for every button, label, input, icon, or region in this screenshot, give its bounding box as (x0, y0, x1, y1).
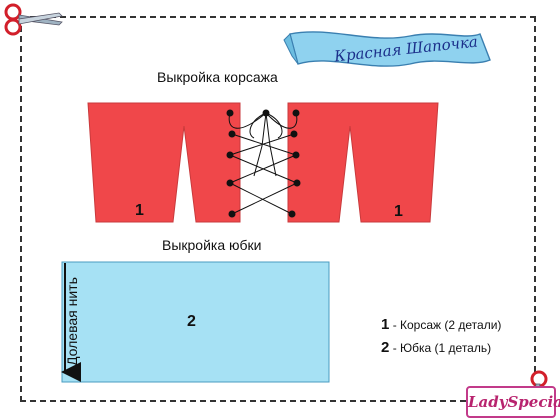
bodice-piece-right (287, 102, 439, 223)
skirt-heading: Выкройка юбки (162, 237, 262, 253)
ladyspecial-logo[interactable]: LadySpecial (466, 386, 560, 418)
legend-number: 1 (381, 316, 390, 333)
cut-line-frame (20, 16, 536, 402)
scissors-icon (4, 3, 63, 36)
legend-item-skirt: 2 - Юбка (1 деталь) (381, 339, 491, 356)
title-banner-ribbon (289, 31, 491, 67)
legend-text: - Юбка (1 деталь) (392, 341, 492, 355)
bodice-lacing (228, 112, 298, 215)
legend-number: 2 (381, 339, 390, 356)
skirt-number: 2 (187, 313, 196, 330)
bodice-right-number: 1 (394, 203, 403, 220)
bodice-left-number: 1 (135, 202, 144, 219)
lacing-eyelets (226, 109, 301, 218)
bodice-piece-left (87, 102, 241, 223)
title-banner-fold (283, 33, 299, 65)
legend-text: - Корсаж (2 детали) (392, 318, 502, 332)
grain-line-label: Долевая нить (64, 277, 80, 366)
legend-item-bodice: 1 - Корсаж (2 детали) (381, 316, 501, 333)
skirt-piece (61, 261, 330, 383)
bodice-heading: Выкройка корсажа (157, 69, 278, 85)
